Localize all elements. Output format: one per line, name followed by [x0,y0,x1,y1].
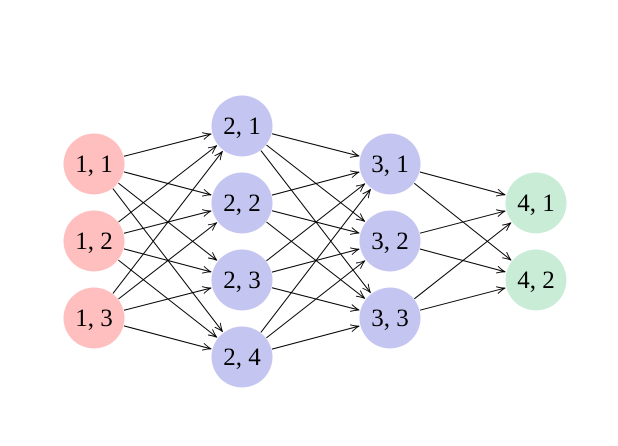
edge-1-2-to-2-1 [118,145,218,223]
edge-3-2-to-4-1 [419,209,506,234]
node-4-2-label: 4, 2 [517,267,555,294]
node-2-1-label: 2, 1 [223,113,261,140]
output-layer: 4, 1 4, 2 [505,172,567,311]
edges-group [112,132,512,351]
node-3-3-label: 3, 3 [371,305,409,332]
node-3-2-label: 3, 2 [371,228,409,255]
node-2-1-circle [211,95,273,157]
node-3-1-label: 3, 1 [371,151,409,178]
nodes-group: 1, 1 1, 2 1, 3 2, 1 2, 2 2, 3 2, 4 3, 1 3, 2 3, 3… [63,95,567,388]
node-2-2-label: 2, 2 [223,190,261,217]
node-4-1-circle [505,172,567,234]
node-4-1-label: 4, 1 [517,190,555,217]
edge-2-4-to-3-1 [260,188,371,333]
hidden-layer-2: 3, 1 3, 2 3, 3 [359,133,421,349]
node-1-2-circle [63,210,125,272]
edge-1-1-to-2-1 [123,132,212,157]
edge-2-2-to-3-1 [271,170,360,196]
node-3-1-circle [359,133,421,195]
node-2-3-circle [211,249,273,311]
edge-2-1-to-3-1 [271,133,360,158]
edge-1-3-to-2-3 [123,286,212,311]
node-1-3-circle [63,287,125,349]
node-2-4-circle [211,326,273,388]
node-4-2-circle [505,249,567,311]
edge-2-4-to-3-3 [271,324,360,350]
node-2-4-label: 2, 4 [223,344,261,371]
edge-2-4-to-3-2 [266,260,366,339]
node-2-3-label: 2, 3 [223,267,261,294]
edge-3-1-to-4-1 [419,171,506,197]
edge-1-3-to-2-1 [112,150,223,294]
node-1-1-circle [63,133,125,195]
edge-2-3-to-3-1 [266,183,366,262]
edge-1-3-to-2-2 [118,222,218,300]
edge-1-3-to-2-4 [123,325,212,351]
node-3-3-circle [359,287,421,349]
hidden-layer-1: 2, 1 2, 2 2, 3 2, 4 [211,95,273,388]
node-2-2-circle [211,172,273,234]
edge-3-3-to-4-2 [419,286,506,311]
node-1-3-label: 1, 3 [75,305,113,332]
node-3-2-circle [359,210,421,272]
edge-3-3-to-4-1 [414,222,512,300]
node-1-2-label: 1, 2 [75,228,113,255]
node-1-1-label: 1, 1 [75,151,113,178]
input-layer: 1, 1 1, 2 1, 3 [63,133,125,349]
